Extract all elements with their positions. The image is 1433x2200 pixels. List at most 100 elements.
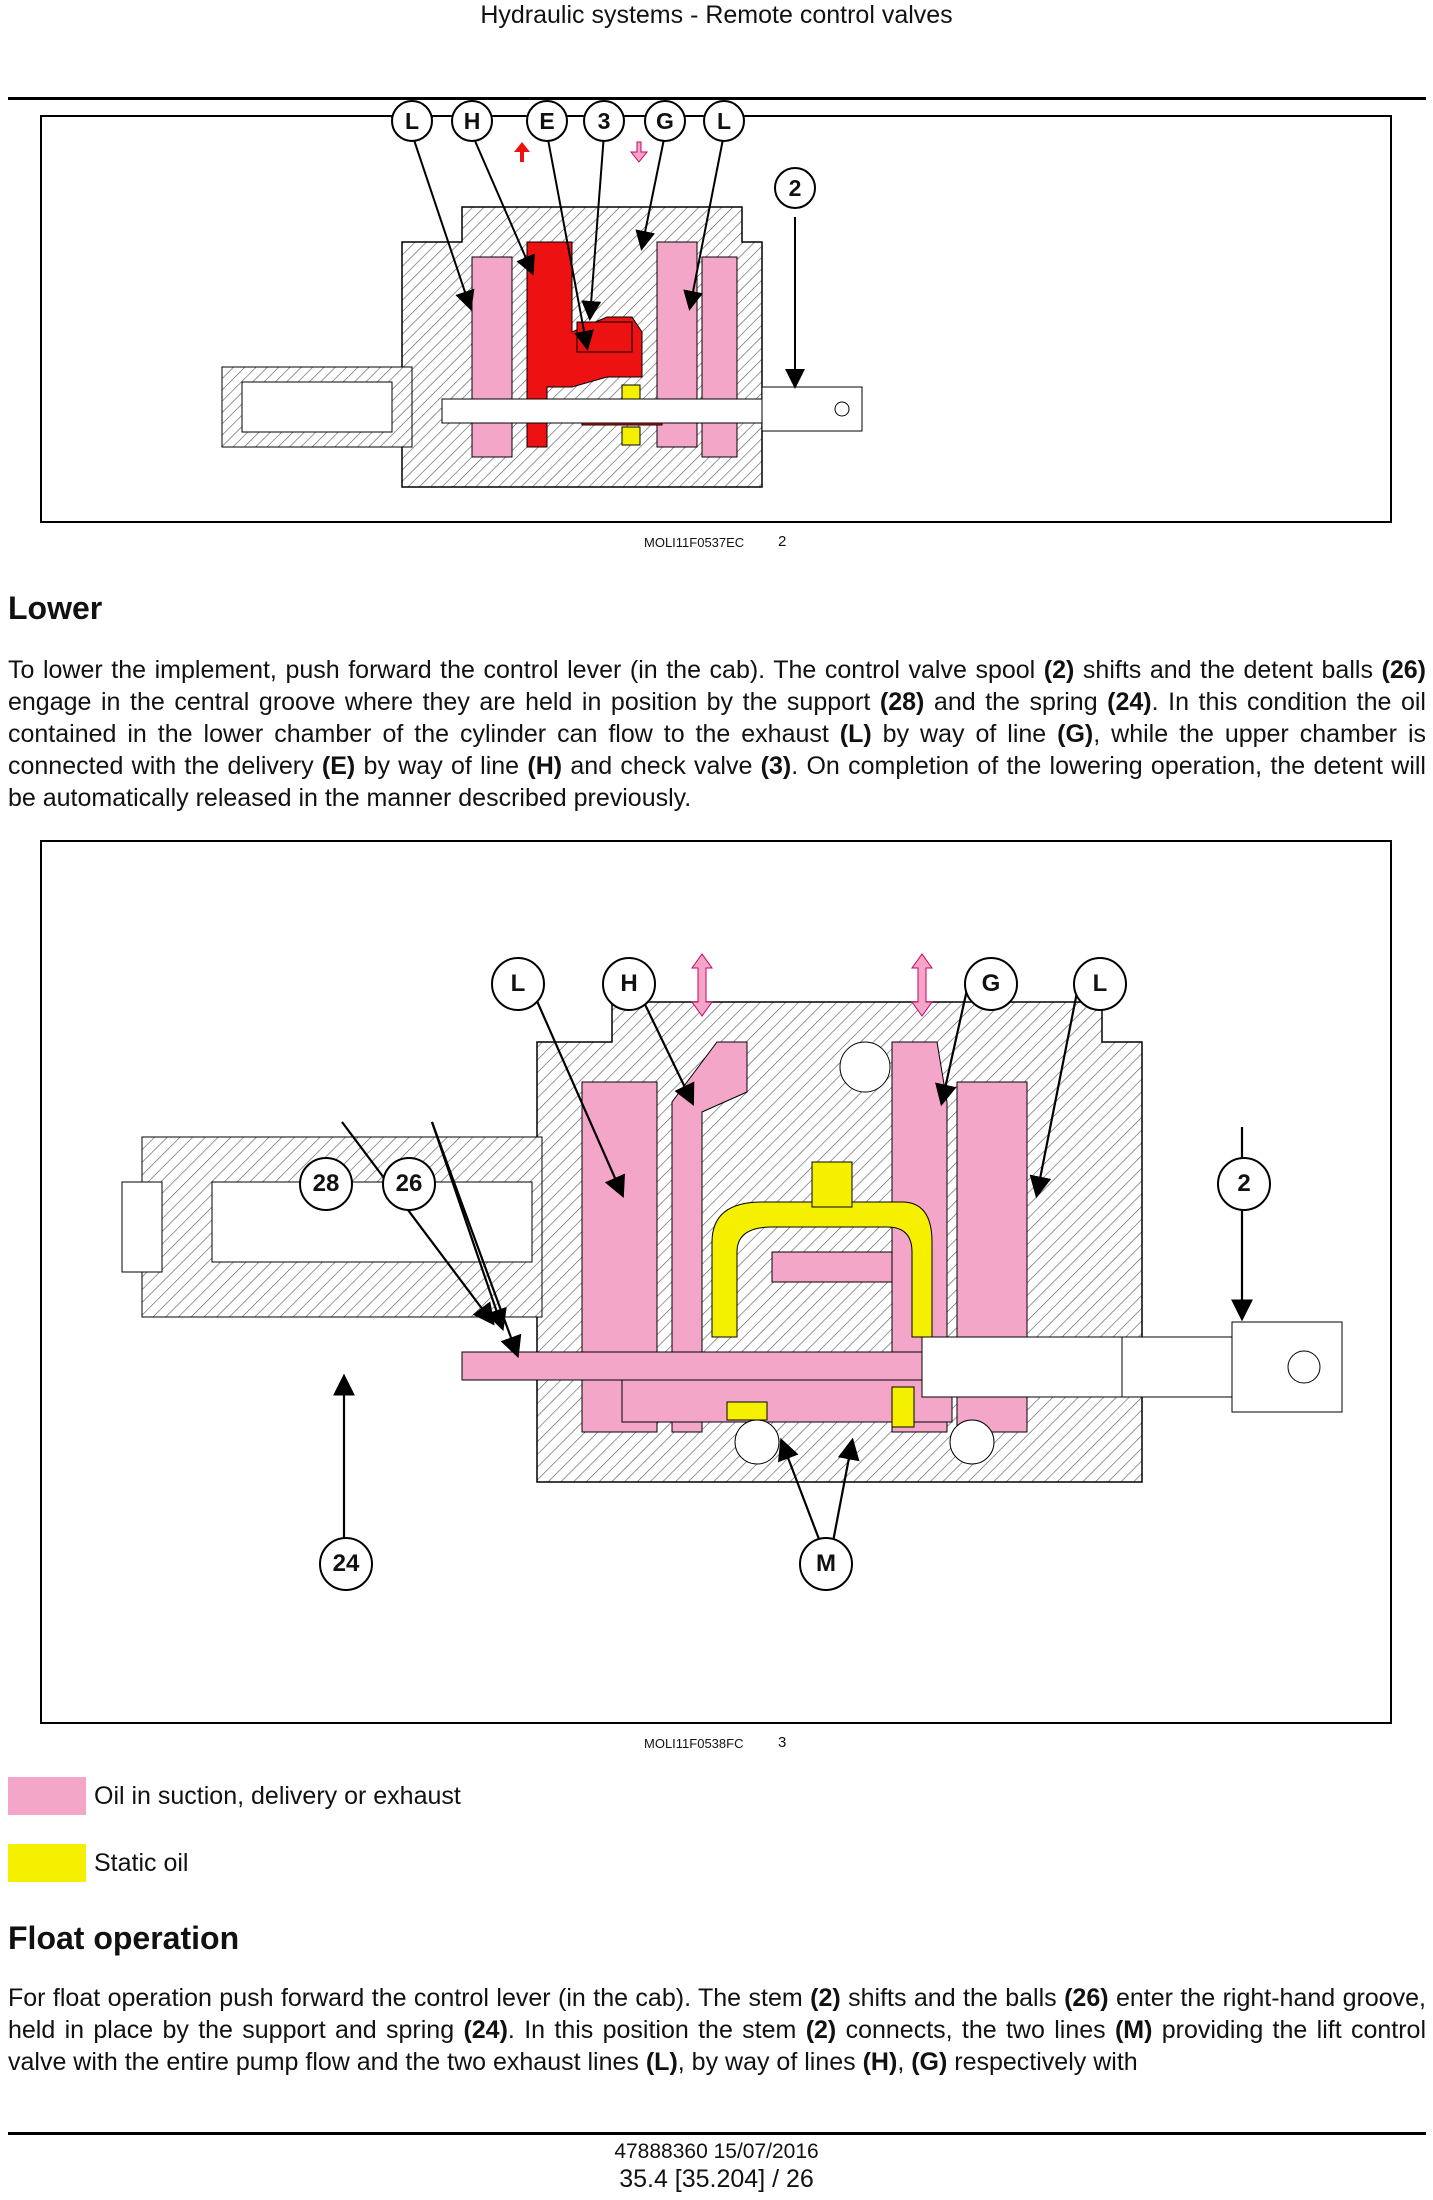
section-text-lower: To lower the implement, push forward the… xyxy=(8,654,1426,814)
legend-label-pink: Oil in suction, delivery or exhaust xyxy=(94,1782,461,1810)
static-oil-lower-right xyxy=(891,1386,915,1428)
spool-eye xyxy=(1287,1350,1321,1384)
lower-run: shifts and the detent balls xyxy=(1074,656,1382,684)
detent-bore xyxy=(211,1181,533,1263)
leader-l-right xyxy=(683,133,725,311)
section-title-lower: Lower xyxy=(8,590,103,626)
callout-fig1-l-left: L xyxy=(391,100,433,142)
check-ball xyxy=(839,1041,891,1093)
float-ref: (M) xyxy=(1114,2016,1153,2044)
spool-clevis xyxy=(1231,1321,1343,1413)
exhaust-chamber-left xyxy=(471,256,513,458)
lower-ref: (26) xyxy=(1381,656,1426,684)
float-ref: (2) xyxy=(810,1984,841,2012)
figure-1-diagram xyxy=(221,117,863,488)
lower-run: engage in the central groove where they … xyxy=(8,688,880,716)
lower-run: by way of line xyxy=(871,720,1058,748)
page-header: Hydraulic systems - Remote control valve… xyxy=(480,1,953,29)
leader-26b xyxy=(430,1121,522,1359)
footer-doc: 47888360 15/07/2016 xyxy=(614,2140,819,2163)
lower-ref: (E) xyxy=(321,752,356,780)
callout-fig1-h: H xyxy=(451,100,493,142)
lower-ref: (H) xyxy=(527,752,563,780)
flow-arrow-h xyxy=(691,953,713,1017)
lower-ref: (28) xyxy=(879,688,925,716)
port-circle-right xyxy=(949,1419,995,1465)
port-circle-left xyxy=(734,1419,780,1465)
leader-e xyxy=(546,133,594,351)
callout-fig2-m: M xyxy=(799,1537,853,1591)
callout-fig2-h: H xyxy=(602,957,656,1011)
lower-run: . On completion of the lowering operatio… xyxy=(8,752,1426,812)
float-run: connects, the two lines xyxy=(836,2016,1115,2044)
delivery-flow-arrow xyxy=(514,142,530,162)
legend-swatch-yellow xyxy=(8,1844,86,1882)
flow-arrow-g xyxy=(911,953,933,1017)
leader-l-left xyxy=(520,966,625,1199)
lower-ref: (3) xyxy=(760,752,792,780)
callout-fig1-3: 3 xyxy=(583,100,625,142)
leader-g xyxy=(635,133,666,251)
figure-2-diagram xyxy=(121,953,1343,1557)
float-run: For float operation push forward the con… xyxy=(8,1984,811,2012)
callout-fig2-26: 26 xyxy=(382,1157,436,1211)
leader-28 xyxy=(341,1121,495,1326)
callout-fig2-2: 2 xyxy=(1217,1157,1271,1211)
figure-2-number: 3 xyxy=(778,1734,787,1751)
float-ref: (24) xyxy=(463,2016,508,2044)
float-ref: (L) xyxy=(645,2048,678,2076)
callout-fig2-g: G xyxy=(964,957,1018,1011)
leader-l-right xyxy=(1029,966,1084,1199)
legend-label-yellow: Static oil xyxy=(94,1849,189,1877)
lower-ref: (G) xyxy=(1057,720,1094,748)
float-run: , xyxy=(897,2048,912,2076)
leader-h xyxy=(471,133,535,276)
line-h-chamber xyxy=(671,1041,748,1433)
callout-fig2-l-left: L xyxy=(491,957,545,1011)
leader-m-left xyxy=(777,1437,824,1548)
callout-fig2-l-right: L xyxy=(1073,957,1127,1011)
callout-fig1-2: 2 xyxy=(774,167,816,209)
float-run: providing the lift control valve with th… xyxy=(8,2016,1427,2076)
float-ref: (2) xyxy=(805,2016,837,2044)
figure-1-number: 2 xyxy=(778,533,787,550)
float-run: respectively with xyxy=(947,2048,1138,2076)
exhaust-chamber-left xyxy=(581,1081,658,1433)
spool-eye xyxy=(834,401,850,417)
static-oil-lower xyxy=(621,426,641,446)
figure-2-code: MOLI11F0538FC xyxy=(644,1736,744,1751)
lower-run: and check valve xyxy=(562,752,761,780)
lower-run: , while the upper chamber is connected w… xyxy=(8,720,1426,780)
float-run: . In this position the stem xyxy=(507,2016,806,2044)
float-run: enter the right-hand groove, held in pla… xyxy=(8,1984,1426,2044)
lower-run: and the spring xyxy=(924,688,1108,716)
lower-run: . In this condition the oil contained in… xyxy=(8,688,1426,748)
static-oil-lower-left xyxy=(726,1401,768,1421)
float-run: shifts and the balls xyxy=(840,1984,1065,2012)
center-chamber xyxy=(771,1251,893,1283)
float-ref: (H) xyxy=(862,2048,898,2076)
cap xyxy=(121,1181,163,1273)
header-rule xyxy=(8,97,1426,100)
leader-l-left xyxy=(411,133,475,311)
float-ref: (26) xyxy=(1064,1984,1109,2012)
float-run: , by way of lines xyxy=(677,2048,863,2076)
footer-page: 35.4 [35.204] / 26 xyxy=(619,2165,814,2193)
callout-fig1-g: G xyxy=(644,100,686,142)
section-title-float: Float operation xyxy=(8,1920,240,1956)
lower-run: by way of line xyxy=(355,752,528,780)
figure-1-code: MOLI11F0537EC xyxy=(644,535,745,550)
callout-fig1-e: E xyxy=(526,100,568,142)
footer-rule xyxy=(8,2132,1426,2135)
spool-rod xyxy=(1121,1336,1233,1398)
spool-pink xyxy=(461,1351,923,1381)
leader-3 xyxy=(581,133,605,321)
section-text-float: For float operation push forward the con… xyxy=(8,1982,1426,2078)
lower-ref: (L) xyxy=(839,720,872,748)
float-ref: (G) xyxy=(911,2048,948,2076)
lower-ref: (2) xyxy=(1043,656,1075,684)
callout-fig2-28: 28 xyxy=(299,1157,353,1211)
legend-swatch-pink xyxy=(8,1777,86,1815)
exhaust-chamber-right xyxy=(701,256,738,458)
callout-fig2-24: 24 xyxy=(319,1537,373,1591)
